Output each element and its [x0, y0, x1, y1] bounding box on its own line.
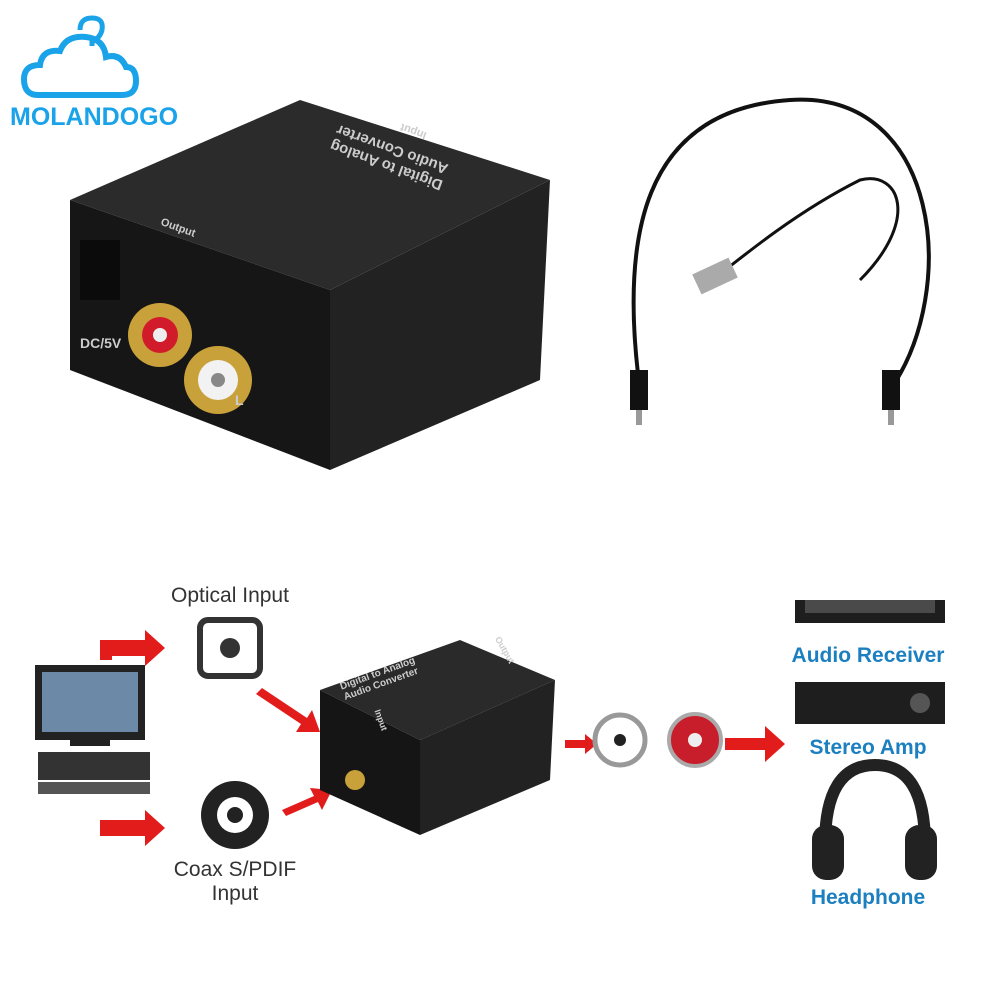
cables-photo: [630, 97, 931, 425]
rca-red-icon: [667, 712, 723, 768]
stereo-amp-label: Stereo Amp: [809, 736, 927, 759]
product-l-label: L: [235, 392, 244, 408]
rca-white-icon: [592, 712, 648, 768]
coax-input-label-line2: Input: [211, 882, 259, 905]
stereo-amp-icon: [795, 682, 945, 724]
headphone-label: Headphone: [810, 886, 926, 909]
converter-device-icon: [320, 640, 555, 835]
tv-icon: [35, 665, 145, 746]
coax-port-icon: [201, 781, 269, 849]
audio-receiver-label: Audio Receiver: [791, 644, 945, 667]
audio-receiver-icon: [795, 600, 945, 623]
optical-port-icon: [197, 617, 263, 679]
hanger-cloud-logo-icon: [20, 15, 140, 98]
logo-text: MOLANDOGO: [10, 103, 179, 131]
headphone-icon: [812, 758, 937, 880]
coax-input-label-line1: Coax S/PDIF: [173, 858, 297, 881]
converter-box-photo: [70, 100, 550, 470]
connection-diagram: [35, 600, 945, 880]
optical-input-label: Optical Input: [171, 584, 289, 607]
dvd-player-icon: [38, 752, 150, 794]
product-dc-label: DC/5V: [80, 335, 122, 351]
